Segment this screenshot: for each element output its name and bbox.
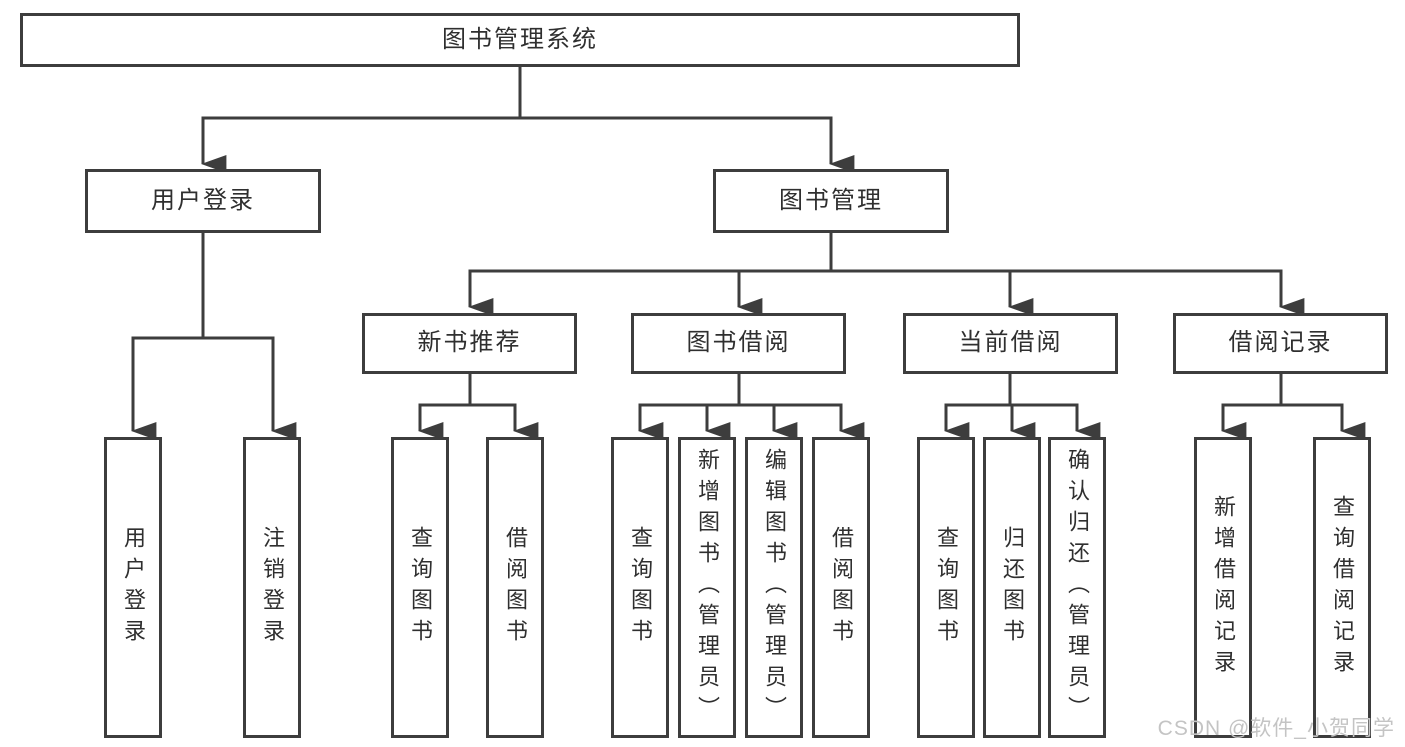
csdn-watermark: CSDN @软件_小贺同学 [1157, 717, 1395, 740]
leaf-borrow-books-recommend: 借阅图书 [486, 437, 544, 738]
connector-root [201, 67, 855, 173]
leaf-query-borrow-record: 查询借阅记录 [1313, 437, 1371, 738]
node-current-borrowing: 当前借阅 [903, 313, 1118, 374]
connector-book-management [468, 232, 1305, 316]
connector-user-login [131, 232, 297, 440]
leaf-confirm-return-admin: 确认归还（管理员） [1048, 437, 1106, 738]
node-book-management: 图书管理 [713, 169, 949, 233]
leaf-query-books-borrowing: 查询图书 [611, 437, 669, 738]
node-book-borrowing: 图书借阅 [631, 313, 846, 374]
node-user-login: 用户登录 [85, 169, 321, 233]
leaf-add-book-admin: 新增图书（管理员） [678, 437, 736, 738]
leaf-logout: 注销登录 [243, 437, 301, 738]
connector-book-borrowing [638, 373, 865, 440]
node-new-book-recommend: 新书推荐 [362, 313, 577, 374]
connector-current-borrowing [944, 373, 1101, 440]
leaf-borrow-books-borrowing: 借阅图书 [812, 437, 870, 738]
connector-new-book-recommend [418, 373, 539, 440]
connector-borrowing-records [1221, 373, 1366, 440]
leaf-add-borrow-record: 新增借阅记录 [1194, 437, 1252, 738]
leaf-query-books-current: 查询图书 [917, 437, 975, 738]
leaf-query-books-recommend: 查询图书 [391, 437, 449, 738]
leaf-return-book: 归还图书 [983, 437, 1041, 738]
leaf-edit-book-admin: 编辑图书（管理员） [745, 437, 803, 738]
leaf-user-login: 用户登录 [104, 437, 162, 738]
node-borrowing-records: 借阅记录 [1173, 313, 1388, 374]
node-root-system: 图书管理系统 [20, 13, 1020, 67]
